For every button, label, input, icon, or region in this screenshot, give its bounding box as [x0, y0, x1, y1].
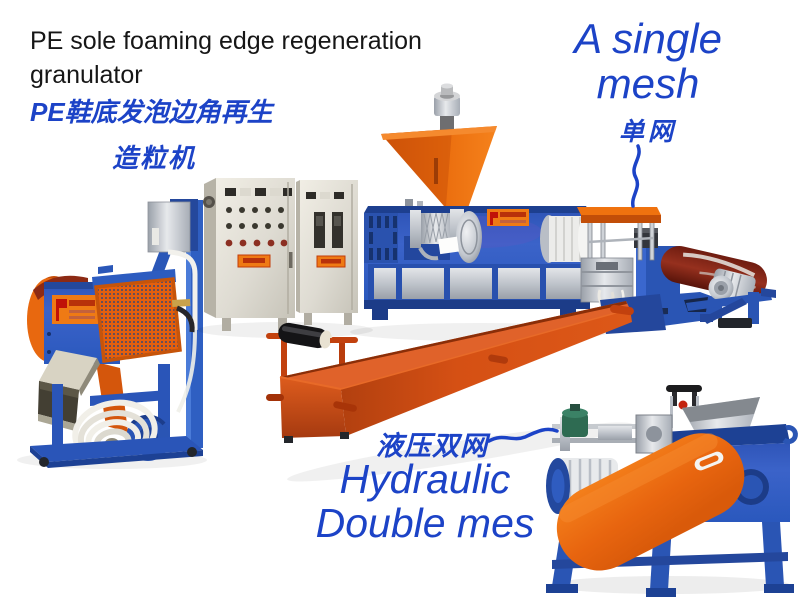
extruder-brand-decal — [487, 209, 529, 226]
double-mesh-extruder — [546, 385, 798, 597]
crusher-mesh-grate — [94, 277, 182, 363]
single-mesh-chinese: 单网 — [618, 118, 677, 146]
double-mesh-english: Hydraulic Double mes — [280, 457, 570, 545]
single-mesh-die-unit — [577, 207, 776, 334]
dm-hydraulic-pump — [562, 404, 588, 437]
crusher-base-frame — [30, 436, 203, 468]
control-cabinets — [197, 178, 373, 338]
double-mesh-pointer-line — [487, 427, 559, 443]
cooling-trough — [266, 301, 634, 482]
crusher-junction-box — [147, 199, 198, 253]
extruder-base-skirt — [364, 264, 590, 320]
single-mesh-pointer-line — [631, 144, 641, 208]
pelletizer-motor — [708, 268, 756, 302]
title-english-line1: PE sole foaming edge regeneration — [30, 27, 422, 55]
dm-belt-guard — [556, 433, 745, 571]
extruder-hopper — [381, 126, 497, 208]
title-english: PE sole foaming edge regeneration granul… — [30, 24, 422, 92]
die-top-plate — [577, 207, 661, 223]
title-chinese: PE鞋底发泡边角再生 造粒机 — [30, 96, 273, 174]
single-mesh-label: A single mesh 单网 — [558, 16, 738, 148]
control-cabinet-left — [203, 178, 295, 331]
title-english-line2: granulator — [30, 61, 143, 89]
trough-handle-pegs — [266, 304, 634, 412]
extruder-gearbox — [364, 213, 398, 263]
control-cabinet-right — [296, 180, 358, 325]
crusher-brand-decal — [52, 295, 98, 324]
double-mesh-english-line1: Hydraulic — [339, 456, 511, 502]
extruder-barrel — [404, 209, 482, 263]
extruder-feeder-motor — [434, 83, 460, 130]
double-mesh-chinese: 液压双网 — [376, 431, 488, 461]
crusher-machine — [17, 199, 207, 469]
title-chinese-line2: 造粒机 — [112, 143, 197, 173]
die-box — [580, 257, 634, 303]
annotation-lines — [487, 144, 641, 443]
single-mesh-english-line2: mesh — [596, 60, 700, 107]
pelletizer-frame — [686, 288, 776, 328]
double-mesh-english-line2: Double mes — [315, 500, 535, 546]
title-chinese-line1: PE鞋底发泡边角再生 — [30, 97, 273, 127]
single-mesh-english-line1: A single — [574, 15, 722, 62]
crusher-power-cable — [167, 249, 198, 413]
